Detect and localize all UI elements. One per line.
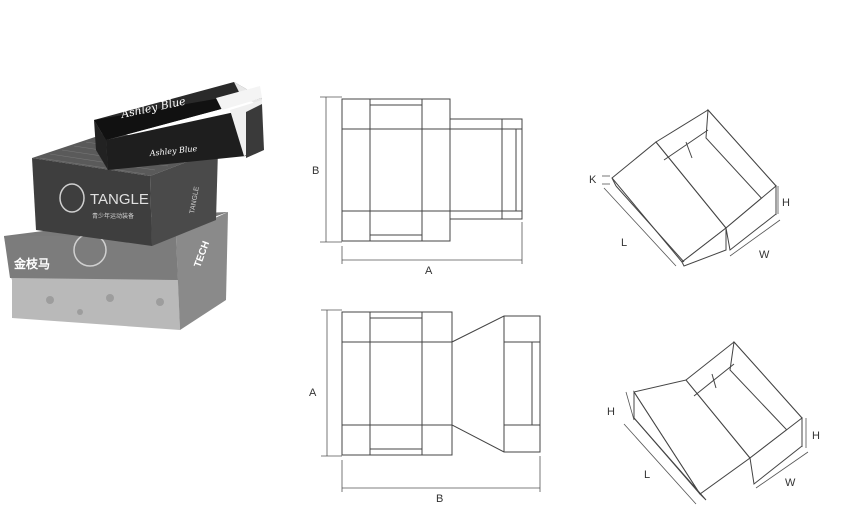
bottom-iso-h-left-label: H (607, 406, 615, 418)
bottom-iso-l-label: L (644, 469, 650, 481)
bottom-iso-box: H H L W (607, 340, 820, 505)
top-iso-w-label: W (759, 249, 770, 261)
middle-box-brand: TANGLE (90, 191, 149, 208)
top-flat-width-label: A (425, 265, 433, 277)
bottom-flat-height-label: A (309, 387, 317, 399)
middle-box-sub: 青少年运动装备 (92, 212, 134, 220)
top-iso-k-label: K (589, 174, 597, 186)
top-flat-layout: B A (312, 96, 523, 277)
bottom-flat-width-label: B (436, 493, 443, 505)
box-photo: 金枝马 TECH TANGLE 青少年运动装备 TANGLE (4, 82, 264, 330)
bottom-iso-h-right-label: H (812, 430, 820, 442)
top-photo-box: Ashley Blue Ashley Blue (94, 82, 264, 170)
top-iso-l-label: L (621, 237, 627, 249)
bottom-photo-box: 金枝马 TECH (4, 212, 228, 330)
middle-box-side-text: TANGLE (189, 186, 201, 215)
bottom-flat-layout: A B (309, 309, 541, 505)
top-iso-h-label: H (782, 197, 790, 209)
bottom-box-text: 金枝马 (13, 256, 50, 271)
top-iso-box: K L H W (589, 108, 790, 267)
top-flat-height-label: B (312, 165, 319, 177)
bottom-iso-w-label: W (785, 477, 796, 489)
